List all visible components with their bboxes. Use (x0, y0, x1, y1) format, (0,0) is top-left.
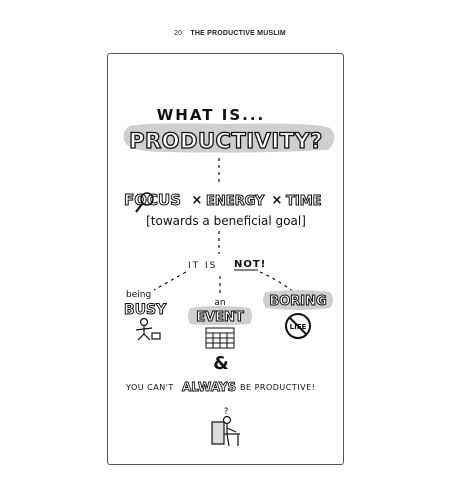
times-1: × (192, 193, 203, 208)
not-text: NOT! (234, 259, 266, 270)
running-head: 20 THE PRODUCTIVE MUSLIM (0, 30, 460, 37)
it-is-text: IT IS (188, 261, 217, 271)
branch-busy (153, 271, 187, 291)
word-event: EVENT (196, 310, 244, 325)
event-highlight-blob (188, 306, 252, 325)
calendar-icon (205, 327, 235, 349)
tired-person-at-desk-icon (211, 415, 240, 447)
word-time: TIME (286, 194, 322, 209)
times-2: × (272, 193, 283, 208)
question-mark: ? (224, 407, 229, 417)
title-highlight-blob (123, 123, 335, 153)
busy-small: being (126, 290, 151, 300)
footer-post: BE PRODUCTIVE! (240, 383, 315, 392)
footer-pre: YOU CAN'T (125, 383, 174, 392)
productivity-sketch: WHAT IS... PRODUCTIVITY? FOCUS × ENERGY … (123, 106, 335, 447)
title-what-is: WHAT IS... (157, 106, 265, 124)
word-energy: ENERGY (206, 194, 265, 209)
magnifier-handle (135, 203, 143, 213)
boring-highlight-blob (263, 290, 333, 310)
book-title: THE PRODUCTIVE MUSLIM (190, 30, 286, 37)
footer-emph: ALWAYS (182, 380, 236, 394)
word-busy: BUSY (124, 302, 167, 318)
word-boring: BORING (269, 294, 326, 309)
page-number: 20 (174, 30, 183, 37)
title-productivity: PRODUCTIVITY? (129, 129, 323, 153)
ampersand: & (213, 353, 229, 374)
no-life-slash (288, 316, 308, 336)
magnifier-icon (140, 192, 154, 206)
event-small: an (214, 298, 225, 308)
goal-text: [towards a beneficial goal] (146, 214, 306, 228)
illustration-panel: WHAT IS... PRODUCTIVITY? FOCUS × ENERGY … (107, 53, 344, 465)
branch-boring (259, 271, 295, 293)
busy-figure-icon (135, 317, 161, 341)
